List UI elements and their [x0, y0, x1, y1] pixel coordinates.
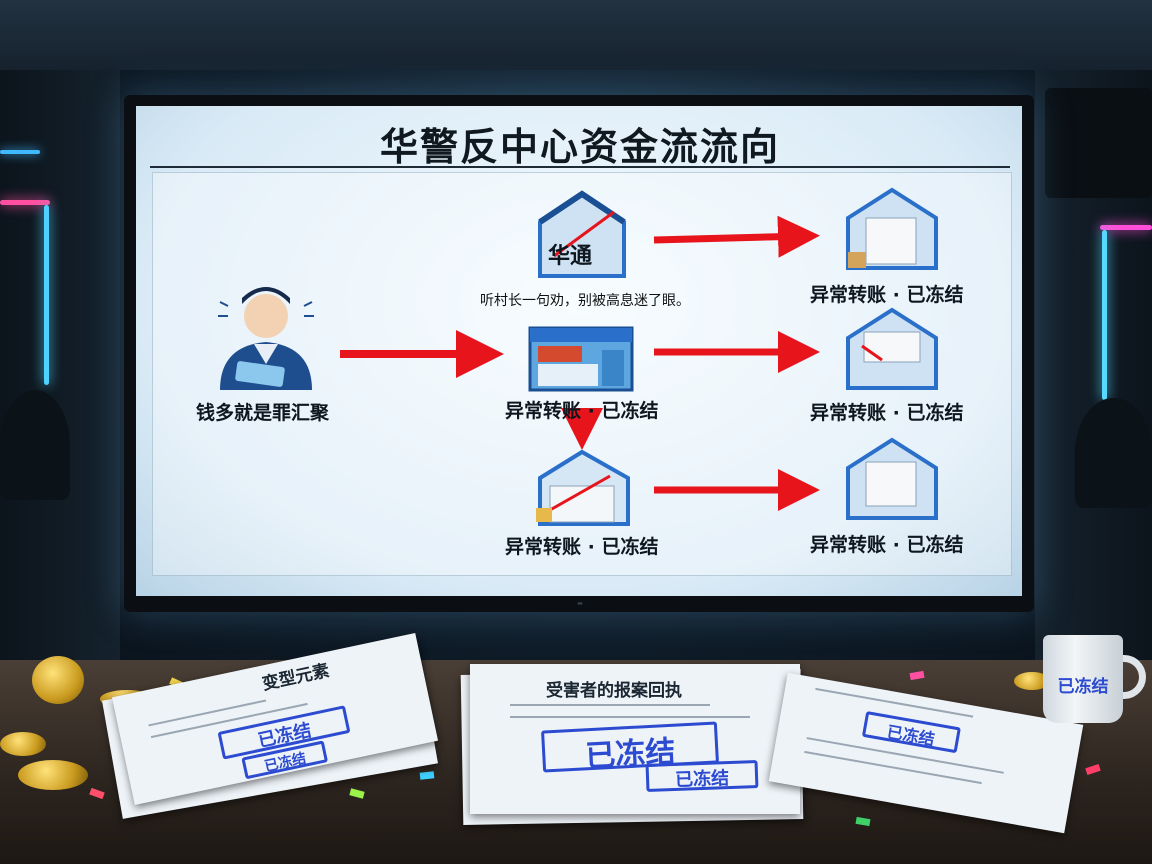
- ceiling: [0, 0, 1152, 70]
- neon-light: [44, 205, 49, 385]
- coin-icon: [0, 732, 46, 756]
- text-line: [148, 699, 267, 727]
- coin-icon: [1014, 672, 1050, 690]
- neon-light: [0, 150, 40, 154]
- screen-title: 华警反中心资金流流向: [379, 125, 780, 169]
- speaker: [1045, 88, 1152, 198]
- left-wall: [0, 70, 120, 670]
- right-label-mid: 异常转账 · 已冻结: [810, 402, 964, 424]
- police-officer-icon: [218, 287, 314, 390]
- mug-handle: [1114, 655, 1146, 699]
- text-line: [510, 704, 710, 706]
- frozen-stamp: 已冻结: [861, 711, 961, 754]
- coin-icon: [18, 760, 88, 790]
- arrow-icon: [340, 215, 820, 511]
- frozen-stamp: 已冻结: [645, 760, 759, 792]
- ledger-building-icon: [846, 187, 938, 270]
- bank-sign: 华通: [548, 244, 593, 269]
- right-label-top: 异常转账 · 已冻结: [810, 284, 964, 306]
- text-line: [804, 750, 982, 785]
- ledger-building-icon: [846, 307, 938, 390]
- mug-label: 已冻结: [1057, 677, 1109, 697]
- node-label-low: 异常转账 · 已冻结: [505, 536, 659, 558]
- title-underline: [150, 166, 1010, 168]
- fund-flow-diagram: [218, 187, 938, 526]
- warehouse-icon: [536, 449, 630, 526]
- confetti: [419, 771, 435, 780]
- neon-light: [0, 200, 50, 205]
- coin-icon: [32, 656, 84, 704]
- person-silhouette: [1075, 398, 1152, 508]
- text-line: [510, 716, 750, 718]
- neon-light: [1102, 230, 1107, 400]
- bank-building-icon: [538, 190, 626, 278]
- warning-caption: 听村长一句劝，别被高息迷了眼。: [480, 293, 690, 309]
- mug-icon: [1043, 635, 1123, 723]
- shop-building-icon: [528, 326, 634, 392]
- person-silhouette: [0, 390, 70, 500]
- tv-brand-mark: ▬: [577, 600, 583, 607]
- neon-light: [1100, 225, 1152, 230]
- ledger-building-icon: [846, 437, 938, 520]
- right-label-low: 异常转账 · 已冻结: [810, 534, 964, 556]
- document-center-title: 受害者的报案回执: [546, 681, 682, 701]
- node-label-mid: 异常转账 · 已冻结: [505, 400, 659, 422]
- officer-label: 钱多就是罪汇聚: [196, 402, 330, 424]
- document-center: 受害者的报案回执 已冻结 已冻结: [470, 664, 800, 814]
